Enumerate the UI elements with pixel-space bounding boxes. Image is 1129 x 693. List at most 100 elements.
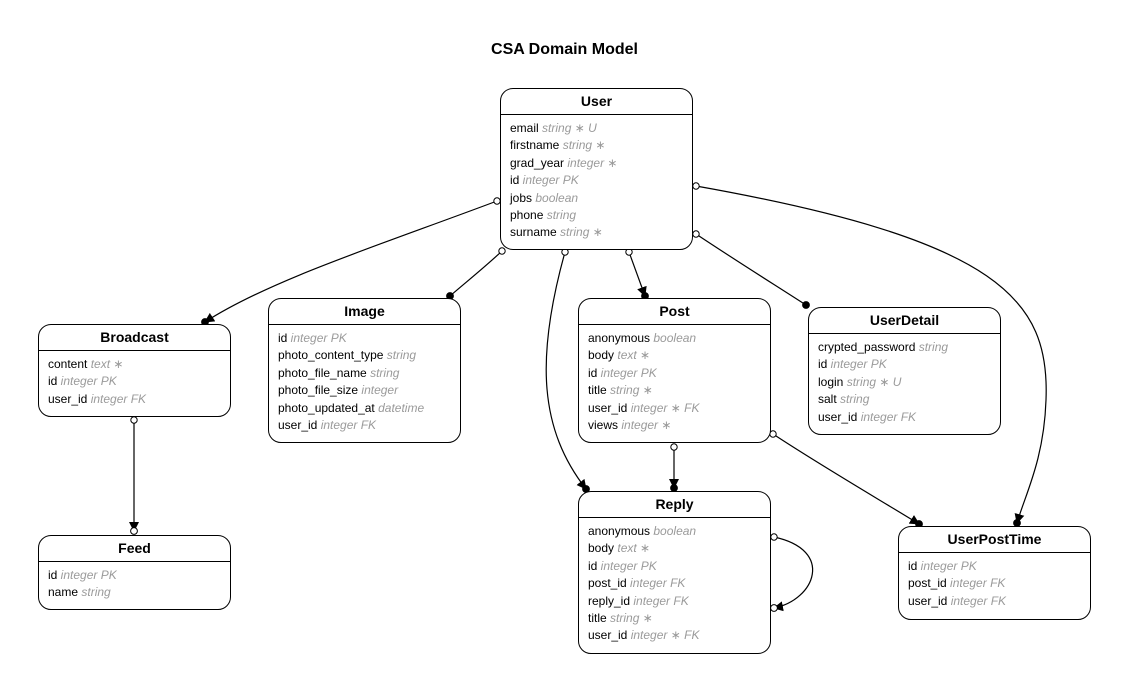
- relationship-line: [695, 185, 1047, 524]
- attribute-name: id: [908, 559, 918, 573]
- relationship-user-image: [446, 247, 506, 300]
- attribute-name: anonymous: [588, 331, 651, 345]
- attribute-type: integer PK: [597, 558, 657, 573]
- entity-broadcast-name: Broadcast: [39, 325, 230, 351]
- attribute-type: string: [836, 392, 870, 407]
- attribute-name: id: [48, 568, 58, 582]
- cardinality-optional-marker: [670, 443, 678, 451]
- cardinality-optional-marker: [692, 182, 700, 190]
- attribute-userposttime-id: id integer PK: [908, 558, 1090, 575]
- attribute-name: photo_updated_at: [278, 400, 375, 415]
- attribute-post-body: body text ∗: [588, 347, 770, 364]
- attribute-name: photo_content_type: [278, 348, 384, 363]
- attribute-type: integer PK: [57, 568, 117, 582]
- attribute-name: grad_year: [510, 155, 565, 170]
- attribute-reply-title: title string ∗: [588, 610, 770, 627]
- attribute-post-title: title string ∗: [588, 382, 770, 399]
- attribute-broadcast-id: id integer PK: [48, 373, 230, 390]
- attribute-type: string ∗: [606, 611, 653, 626]
- attribute-reply-anonymous: anonymous boolean: [588, 523, 770, 540]
- attribute-post-id: id integer PK: [588, 365, 770, 382]
- attribute-userdetail-salt: salt string: [818, 391, 1000, 408]
- attribute-image-photo_file_name: photo_file_name string: [278, 365, 460, 382]
- entity-user-name: User: [501, 89, 692, 115]
- entity-feed-name: Feed: [39, 536, 230, 562]
- attribute-reply-user_id: user_id integer ∗ FK: [588, 627, 770, 644]
- attribute-type: string: [78, 585, 111, 600]
- attribute-reply-body: body text ∗: [588, 540, 770, 557]
- attribute-name: views: [588, 418, 619, 433]
- cardinality-optional-marker: [692, 230, 700, 238]
- attribute-name: id: [278, 331, 288, 345]
- attribute-post-user_id: user_id integer ∗ FK: [588, 400, 770, 417]
- entity-image-name: Image: [269, 299, 460, 325]
- attribute-type: boolean: [532, 190, 579, 205]
- attribute-name: jobs: [510, 190, 533, 205]
- attribute-type: string: [915, 340, 949, 354]
- attribute-name: user_id: [908, 593, 948, 608]
- attribute-name: body: [588, 541, 615, 556]
- attribute-type: string ∗ U: [843, 374, 902, 389]
- attribute-type: string ∗: [606, 383, 653, 398]
- attribute-broadcast-user_id: user_id integer FK: [48, 391, 230, 408]
- attribute-user-firstname: firstname string ∗: [510, 137, 692, 154]
- attribute-name: firstname: [510, 138, 560, 153]
- cardinality-optional-marker: [130, 527, 138, 535]
- attribute-type: integer FK: [630, 593, 689, 608]
- entity-feed[interactable]: Feed id integer PK name string: [38, 535, 231, 610]
- attribute-name: user_id: [278, 418, 318, 433]
- attribute-type: integer ∗ FK: [627, 400, 700, 415]
- relationship-user-userposttime: [692, 182, 1047, 527]
- attribute-name: surname: [510, 225, 557, 240]
- attribute-name: title: [588, 611, 607, 626]
- relationship-line: [449, 250, 503, 297]
- attribute-name: salt: [818, 392, 837, 407]
- attribute-reply-id: id integer PK: [588, 558, 770, 575]
- attribute-type: integer ∗ FK: [627, 628, 700, 643]
- attribute-name: id: [588, 558, 598, 573]
- attribute-name: user_id: [588, 400, 628, 415]
- attribute-type: string: [383, 348, 417, 363]
- attribute-userposttime-user_id: user_id integer FK: [908, 593, 1090, 610]
- attribute-userdetail-login: login string ∗ U: [818, 374, 1000, 391]
- attribute-name: user_id: [588, 628, 628, 643]
- attribute-name: name: [48, 585, 79, 600]
- relationship-user-post: [625, 248, 649, 300]
- attribute-name: photo_file_size: [278, 383, 359, 398]
- attribute-post-anonymous: anonymous boolean: [588, 330, 770, 347]
- attribute-image-user_id: user_id integer FK: [278, 417, 460, 434]
- attribute-type: integer FK: [947, 593, 1007, 608]
- attribute-name: content: [48, 357, 88, 371]
- cardinality-optional-marker: [130, 416, 138, 424]
- attribute-user-grad_year: grad_year integer ∗: [510, 155, 692, 172]
- entity-post-name: Post: [579, 299, 770, 325]
- attribute-name: post_id: [908, 576, 947, 591]
- relationship-user-userdetail: [692, 230, 810, 309]
- attribute-type: string ∗: [559, 138, 606, 153]
- relationship-user-broadcast: [201, 197, 501, 326]
- attribute-type: integer PK: [827, 357, 887, 372]
- attribute-name: post_id: [588, 576, 627, 591]
- attribute-type: integer FK: [626, 576, 686, 591]
- attribute-feed-name: name string: [48, 584, 230, 601]
- attribute-post-views: views integer ∗: [588, 417, 770, 434]
- attribute-userdetail-id: id integer PK: [818, 356, 1000, 373]
- attribute-image-id: id integer PK: [278, 330, 460, 347]
- attribute-userdetail-crypted_password: crypted_password string: [818, 339, 1000, 356]
- attribute-type: text ∗: [87, 357, 124, 371]
- attribute-name: login: [818, 374, 844, 389]
- attribute-name: id: [510, 173, 520, 188]
- entity-userposttime-name: UserPostTime: [899, 527, 1090, 553]
